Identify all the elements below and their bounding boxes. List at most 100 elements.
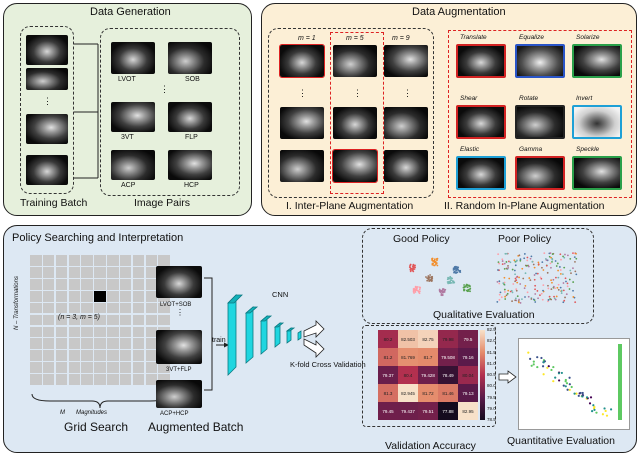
tsne-point: [503, 283, 506, 286]
tsne-point: [507, 289, 510, 292]
tsne-point: [498, 280, 501, 283]
grid-cell: [145, 374, 158, 385]
tsne-point: [559, 253, 562, 256]
tsne-point: [565, 280, 567, 283]
tsne-point: [517, 300, 520, 302]
tsne-point: [548, 295, 551, 298]
training-image-2: [26, 68, 68, 90]
tsne-point: [518, 276, 520, 279]
tsne-point: [506, 292, 509, 295]
tsne-point: [515, 276, 518, 279]
tsne-point: [529, 257, 532, 260]
tsne-point: [526, 256, 529, 259]
tsne-point: [549, 262, 552, 265]
grid-cell: [132, 374, 145, 385]
tsne-point: [418, 286, 421, 289]
quant-point: [601, 413, 604, 416]
grid-cell: [94, 326, 106, 338]
quant-point: [575, 392, 578, 395]
grid-cell: [94, 362, 106, 374]
tsne-point: [436, 264, 439, 267]
tsne-point: [524, 272, 527, 275]
tsne-point: [409, 269, 412, 271]
quant-point: [573, 392, 576, 395]
quant-point: [527, 351, 530, 354]
tsne-point: [415, 287, 418, 289]
op-label-invert: Invert: [576, 95, 593, 102]
tsne-point: [427, 275, 430, 277]
tsne-point: [575, 252, 577, 255]
tsne-point: [535, 272, 538, 275]
grid-cell: [42, 374, 55, 385]
tsne-point: [553, 295, 555, 298]
tsne-point: [507, 265, 509, 267]
qualitative-caption: Qualitative Evaluation: [433, 309, 535, 321]
quant-colorbar: [618, 344, 622, 420]
tsne-point: [431, 259, 434, 262]
tsne-point: [503, 262, 506, 265]
tsne-point: [514, 273, 516, 276]
grid-cell: [107, 302, 119, 314]
tsne-point: [542, 269, 545, 271]
tsne-point: [428, 280, 431, 283]
grid-cell: [30, 302, 42, 314]
op-image-rotate: [515, 105, 565, 139]
ellipsis: ⋮: [43, 96, 52, 106]
tsne-point: [556, 286, 559, 289]
grid-cell: [42, 362, 55, 374]
tsne-point: [540, 292, 543, 295]
tsne-point: [572, 289, 574, 292]
op-label-elastic: Elastic: [460, 146, 480, 153]
training-batch-label: Training Batch: [20, 197, 88, 209]
grid-cell: [119, 302, 132, 314]
grid-cell: [30, 338, 42, 350]
quant-point: [577, 394, 580, 397]
grid-cell: [55, 362, 68, 374]
quant-point: [609, 408, 613, 411]
tsne-point: [532, 263, 535, 266]
grid-cell: [158, 362, 170, 374]
tsne-point: [532, 298, 535, 301]
grid-cell: [145, 362, 158, 374]
quant-point: [585, 396, 589, 399]
grid-cell: [107, 314, 119, 326]
grid-cell: [68, 302, 81, 314]
tsne-point: [465, 283, 468, 286]
tsne-point: [536, 272, 539, 275]
augmented-label-1: LVOT+SOB: [160, 302, 192, 308]
op-image-invert: [572, 105, 622, 139]
grid-brace: [31, 393, 169, 409]
quant-point: [532, 360, 535, 363]
ellipsis: ⋮: [176, 308, 184, 317]
tsne-point: [537, 263, 540, 266]
grid-cell: [145, 302, 158, 314]
tsne-point: [504, 252, 507, 255]
validation-caption: Validation Accuracy: [385, 440, 476, 452]
tsne-point: [463, 288, 465, 291]
grid-cell: [81, 278, 93, 290]
grid-cell: [119, 278, 132, 290]
grid-cell: [68, 350, 81, 362]
op-image-gamma: [515, 156, 565, 190]
grid-cell: [30, 314, 42, 326]
tsne-point: [514, 299, 517, 302]
tsne-point: [534, 284, 537, 287]
tsne-point: [453, 281, 456, 284]
inter-plane-label: I. Inter-Plane Augmentation: [286, 200, 414, 212]
tsne-point: [562, 255, 564, 258]
tsne-point: [515, 288, 518, 291]
tsne-point: [414, 266, 417, 269]
grid-cell: [119, 326, 132, 338]
tsne-point: [554, 287, 556, 290]
quant-point: [568, 383, 571, 386]
op-label-translate: Translate: [460, 34, 487, 41]
grid-cell: [42, 278, 55, 290]
grid-cell: [81, 290, 93, 302]
tsne-point: [575, 257, 578, 260]
tsne-point: [452, 280, 454, 283]
tsne-point: [469, 287, 472, 290]
tsne-point: [409, 264, 411, 267]
tsne-point: [549, 252, 552, 255]
tsne-point: [440, 293, 443, 296]
grid-cell: [132, 302, 145, 314]
